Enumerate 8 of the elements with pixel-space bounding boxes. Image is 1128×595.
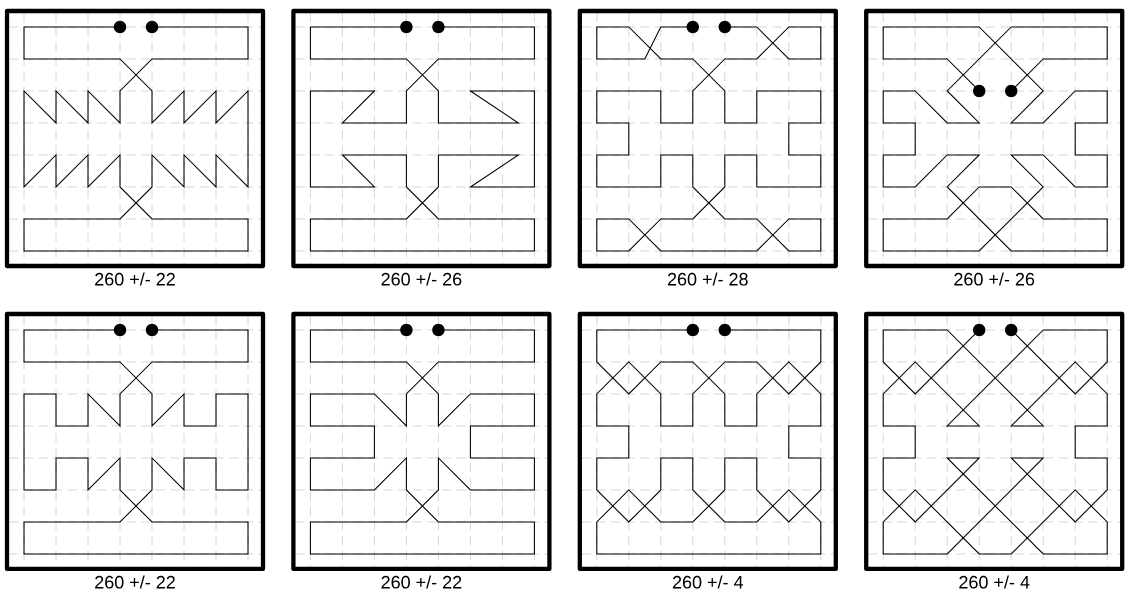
caption: 260 +/- 22 (95, 575, 175, 589)
caption: 260 +/- 22 (95, 272, 175, 286)
caption: 260 +/- 26 (954, 272, 1035, 286)
caption: 260 +/- 4 (672, 575, 744, 589)
caption: 260 +/- 22 (381, 575, 462, 589)
caption: 260 +/- 26 (381, 272, 462, 286)
caption: 260 +/- 28 (667, 272, 748, 286)
caption: 260 +/- 4 (959, 575, 1030, 589)
